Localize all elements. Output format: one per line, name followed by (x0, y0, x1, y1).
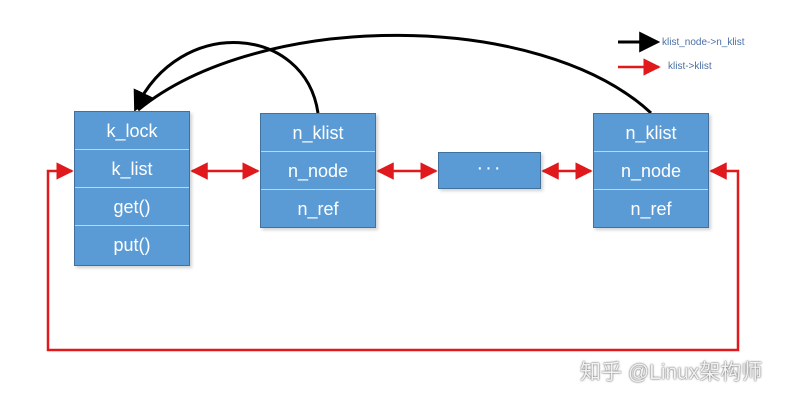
pointer-curve-node-first (133, 41, 320, 114)
klist-struct-box: k_lock k_list get() put() (74, 111, 190, 266)
watermark: 知乎 @Linux架构师 (580, 361, 763, 384)
ellipsis-label: ··· (476, 157, 503, 179)
field-n-klist: n_klist (261, 114, 375, 152)
field-k-list: k_list (75, 150, 189, 188)
field-n-ref: n_ref (297, 199, 339, 219)
klist-node-first-box: n_klist n_node n_ref (260, 113, 376, 228)
field-n-klist: n_klist (594, 114, 708, 152)
legend-pointer-label: klist_node->n_klist (662, 37, 745, 48)
pointer-curve-node-last (137, 33, 653, 115)
ellipsis-box: ··· (438, 152, 541, 189)
field-get: get() (75, 188, 189, 226)
klist-node-last-box: n_klist n_node n_ref (593, 113, 709, 228)
field-k-lock: k_lock (75, 112, 189, 150)
legend-list-label: klist->klist (668, 61, 712, 72)
field-n-node: n_node (594, 152, 708, 190)
field-n-node: n_node (261, 152, 375, 190)
field-n-ref: n_ref (630, 199, 672, 219)
field-put: put() (113, 235, 151, 255)
link-wraparound-arrow (46, 162, 740, 352)
